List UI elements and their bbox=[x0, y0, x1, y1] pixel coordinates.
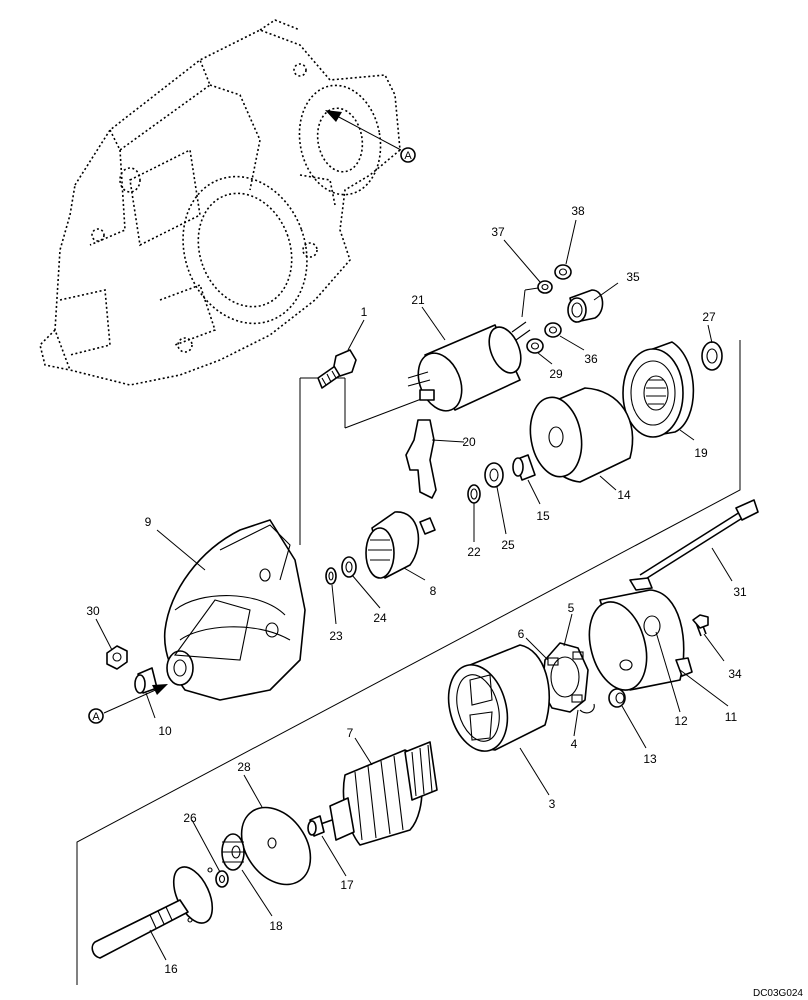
part-ring-24 bbox=[341, 556, 357, 578]
label-part-7: 7 bbox=[347, 726, 354, 740]
part-screw-34 bbox=[692, 614, 709, 637]
part-nut-38 bbox=[554, 264, 572, 280]
label-part-20: 20 bbox=[462, 435, 476, 449]
ref-marker-top: A bbox=[404, 150, 412, 162]
part-shaft-16 bbox=[91, 866, 214, 959]
label-part-12: 12 bbox=[674, 714, 688, 728]
part-gear-housing-19 bbox=[622, 341, 695, 438]
part-pinion-8 bbox=[365, 511, 436, 579]
label-part-36: 36 bbox=[584, 352, 598, 366]
label-part-13: 13 bbox=[643, 752, 657, 766]
part-solenoid-21 bbox=[407, 321, 531, 412]
label-part-8: 8 bbox=[430, 584, 437, 598]
part-bearing-17 bbox=[307, 815, 325, 837]
part-armature-7 bbox=[314, 741, 438, 846]
label-part-21: 21 bbox=[411, 293, 425, 307]
part-lever-20 bbox=[405, 419, 437, 499]
label-part-1: 1 bbox=[361, 305, 368, 319]
label-part-38: 38 bbox=[571, 204, 585, 218]
label-part-23: 23 bbox=[329, 629, 343, 643]
part-clip-23 bbox=[325, 567, 337, 585]
part-through-bolt-31 bbox=[639, 499, 759, 581]
part-drum-14 bbox=[529, 387, 634, 483]
label-part-26: 26 bbox=[183, 811, 197, 825]
label-part-3: 3 bbox=[549, 797, 556, 811]
part-grommet-13 bbox=[608, 688, 626, 708]
label-part-37: 37 bbox=[491, 225, 505, 239]
label-part-28: 28 bbox=[237, 760, 251, 774]
label-part-27: 27 bbox=[702, 310, 716, 324]
label-part-4: 4 bbox=[571, 737, 578, 751]
part-bushing-15 bbox=[512, 454, 536, 481]
part-washer-26 bbox=[215, 870, 229, 888]
part-gear-18 bbox=[221, 833, 245, 871]
label-part-22: 22 bbox=[467, 545, 481, 559]
part-washer-27 bbox=[701, 341, 723, 371]
part-yoke-3 bbox=[447, 644, 551, 752]
label-part-15: 15 bbox=[536, 509, 550, 523]
part-cap-35 bbox=[567, 289, 604, 323]
part-nut-29 bbox=[526, 338, 544, 354]
ref-arrow-top: A bbox=[325, 110, 416, 163]
part-washer-37 bbox=[537, 280, 553, 294]
label-part-29: 29 bbox=[549, 367, 563, 381]
label-part-17: 17 bbox=[340, 878, 354, 892]
label-part-18: 18 bbox=[269, 919, 283, 933]
leader-lines bbox=[95, 219, 733, 961]
label-part-11: 11 bbox=[725, 710, 738, 724]
label-part-16: 16 bbox=[164, 962, 178, 976]
label-part-34: 34 bbox=[728, 667, 742, 681]
label-part-5: 5 bbox=[568, 601, 575, 615]
label-part-24: 24 bbox=[373, 611, 387, 625]
label-part-19: 19 bbox=[694, 446, 708, 460]
part-end-cover-11 bbox=[588, 577, 693, 691]
label-part-30: 30 bbox=[86, 604, 100, 618]
part-front-housing-9 bbox=[163, 519, 306, 701]
part-number-labels: 1 21 37 38 35 27 29 36 19 20 14 15 25 22… bbox=[86, 204, 747, 976]
flywheel-housing-phantom bbox=[39, 19, 401, 386]
label-part-10: 10 bbox=[158, 724, 172, 738]
drawing-code: DC03G024 bbox=[753, 988, 803, 999]
part-clip-22 bbox=[467, 484, 481, 504]
part-bolt-1 bbox=[317, 349, 357, 389]
label-part-9: 9 bbox=[145, 515, 152, 529]
part-nut-36 bbox=[544, 322, 562, 338]
part-washer-25 bbox=[484, 462, 504, 488]
label-part-35: 35 bbox=[626, 270, 640, 284]
part-nut-30 bbox=[106, 645, 128, 670]
label-part-25: 25 bbox=[501, 538, 515, 552]
part-bushing-10 bbox=[134, 667, 158, 694]
part-brush-holder-5 bbox=[541, 642, 595, 714]
part-plate-28 bbox=[240, 806, 312, 886]
ref-marker-bottom: A bbox=[92, 711, 100, 723]
label-part-31: 31 bbox=[733, 585, 747, 599]
label-part-6: 6 bbox=[518, 627, 525, 641]
ref-arrow-bottom: A bbox=[88, 684, 168, 724]
label-part-14: 14 bbox=[617, 488, 631, 502]
